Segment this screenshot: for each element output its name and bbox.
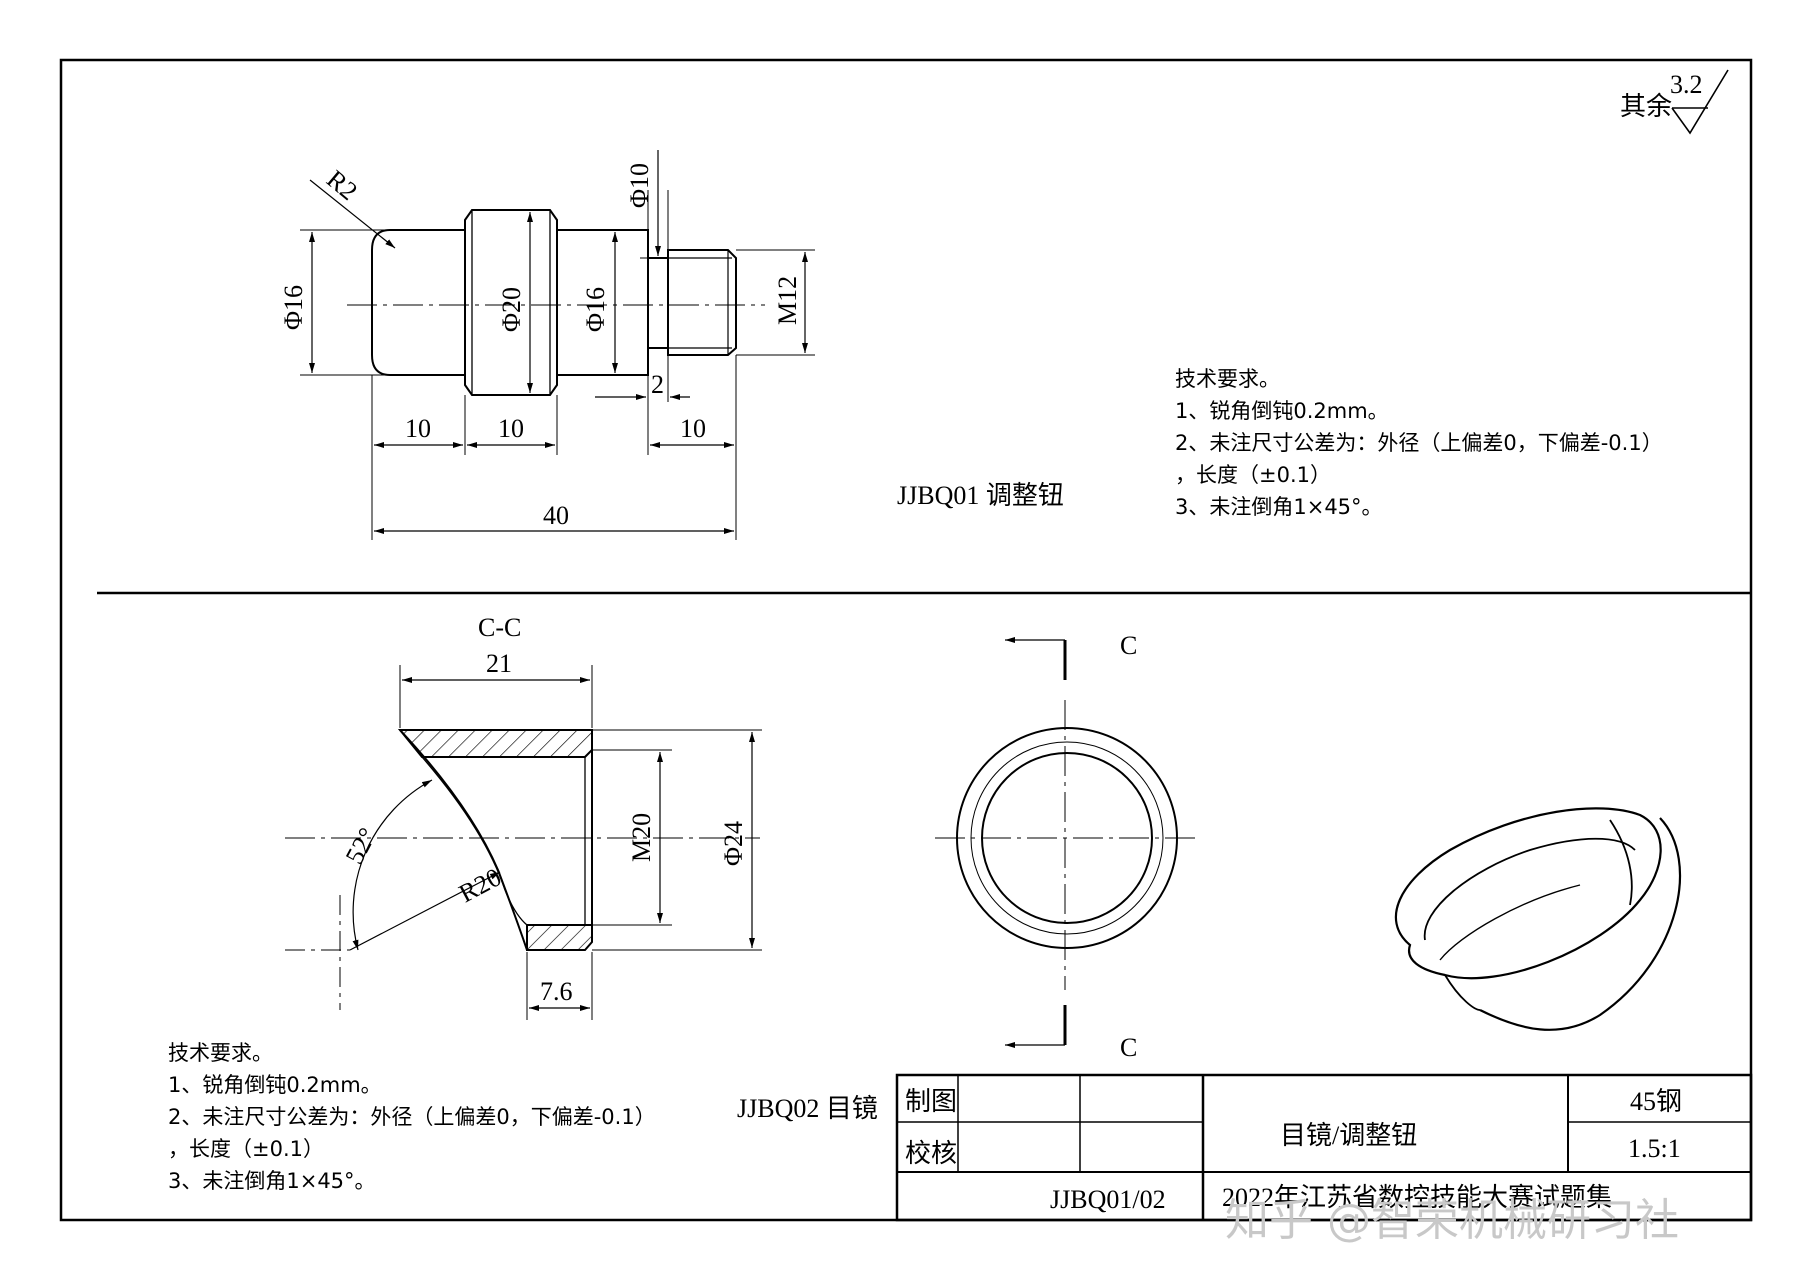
title-block (895, 1073, 1753, 1222)
eyepiece-front-view (956, 727, 1178, 949)
adjustment-knob-drawing (300, 150, 815, 540)
collar-d20 (464, 209, 558, 396)
part2-tech-line3: ，长度（±0.1） (168, 1137, 324, 1161)
part2-title: JJBQ02 目镜 (737, 1094, 878, 1123)
competition-name: 2022年江苏省数控技能大赛试题集 (1222, 1183, 1612, 1212)
part-name: 目镜/调整钮 (1280, 1121, 1417, 1150)
surface-roughness-symbol: 其余 3.2 (1620, 69, 1729, 135)
part2-tech-line2: 2、未注尺寸公差为：外径（上偏差0，下偏差-0.1） (168, 1105, 656, 1129)
dim-d16-left: Φ16 (279, 285, 308, 330)
view-label-top: C (1120, 631, 1137, 660)
dim-m20: M20 (627, 813, 656, 862)
drawn-label: 制图 (905, 1087, 957, 1116)
thread-m12 (667, 249, 737, 356)
part1-tech-line1: 1、锐角倒钝0.2mm。 (1175, 399, 1389, 423)
watermark: 知乎 @智荣机械研习社 (1225, 1195, 1679, 1246)
dim-r2: R2 (321, 164, 363, 206)
curved-cut-face (399, 729, 528, 951)
shaft-section-d16-mid (557, 229, 649, 376)
part1-tech-line4: 3、未注倒角1×45°。 (1175, 495, 1383, 519)
dim-d10: Φ10 (625, 163, 654, 208)
dim-d20: Φ20 (497, 287, 526, 332)
part1-tech-line3: ，长度（±0.1） (1175, 463, 1331, 487)
part2-tech-heading: 技术要求。 (168, 1041, 273, 1065)
shaft-section-d16-left (371, 229, 465, 376)
eyepiece-isometric-view (1394, 807, 1682, 1031)
section-label: C-C (478, 613, 521, 642)
roughness-value: 3.2 (1670, 70, 1703, 99)
checked-label: 校核 (905, 1139, 957, 1168)
part1-tech-notes: 技术要求。 1、锐角倒钝0.2mm。 2、未注尺寸公差为：外径（上偏差0，下偏差… (1175, 367, 1663, 519)
dim-leader-r2 (309, 179, 396, 249)
part2-tech-line1: 1、锐角倒钝0.2mm。 (168, 1073, 382, 1097)
roughness-label: 其余 (1620, 92, 1672, 121)
dim-w21: 21 (486, 649, 512, 678)
dim-w2: 2 (651, 370, 664, 399)
dim-m12: M12 (773, 276, 802, 325)
section-cut-indicator (935, 637, 1200, 1048)
part1-tech-heading: 技术要求。 (1175, 367, 1280, 391)
dim-w10-c: 10 (680, 414, 706, 443)
dim-angle: 52° (340, 823, 383, 869)
eyepiece-section-view (285, 665, 762, 1020)
part1-tech-line2: 2、未注尺寸公差为：外径（上偏差0，下偏差-0.1） (1175, 431, 1663, 455)
hatched-wall-top (397, 729, 593, 758)
part1-title: JJBQ01 调整钮 (897, 481, 1064, 510)
part2-tech-notes: 技术要求。 1、锐角倒钝0.2mm。 2、未注尺寸公差为：外径（上偏差0，下偏差… (168, 1041, 656, 1193)
part2-tech-line4: 3、未注倒角1×45°。 (168, 1169, 376, 1193)
dim-d16-mid: Φ16 (581, 287, 610, 332)
dim-arc-angle (352, 779, 433, 951)
drawing-number: JJBQ01/02 (1050, 1185, 1166, 1214)
dim-w10-b: 10 (498, 414, 524, 443)
hatched-wall-bottom (526, 924, 593, 951)
dim-w10-a: 10 (405, 414, 431, 443)
material: 45钢 (1630, 1087, 1682, 1116)
scale: 1.5:1 (1628, 1134, 1681, 1163)
neck-d10 (648, 257, 669, 349)
dim-line-r20 (349, 871, 501, 951)
dim-total: 40 (543, 501, 569, 530)
dim-d24: Φ24 (719, 821, 748, 866)
dim-w76: 7.6 (540, 977, 573, 1006)
drawing-border (59, 58, 1753, 1222)
view-label-bottom: C (1120, 1033, 1137, 1062)
